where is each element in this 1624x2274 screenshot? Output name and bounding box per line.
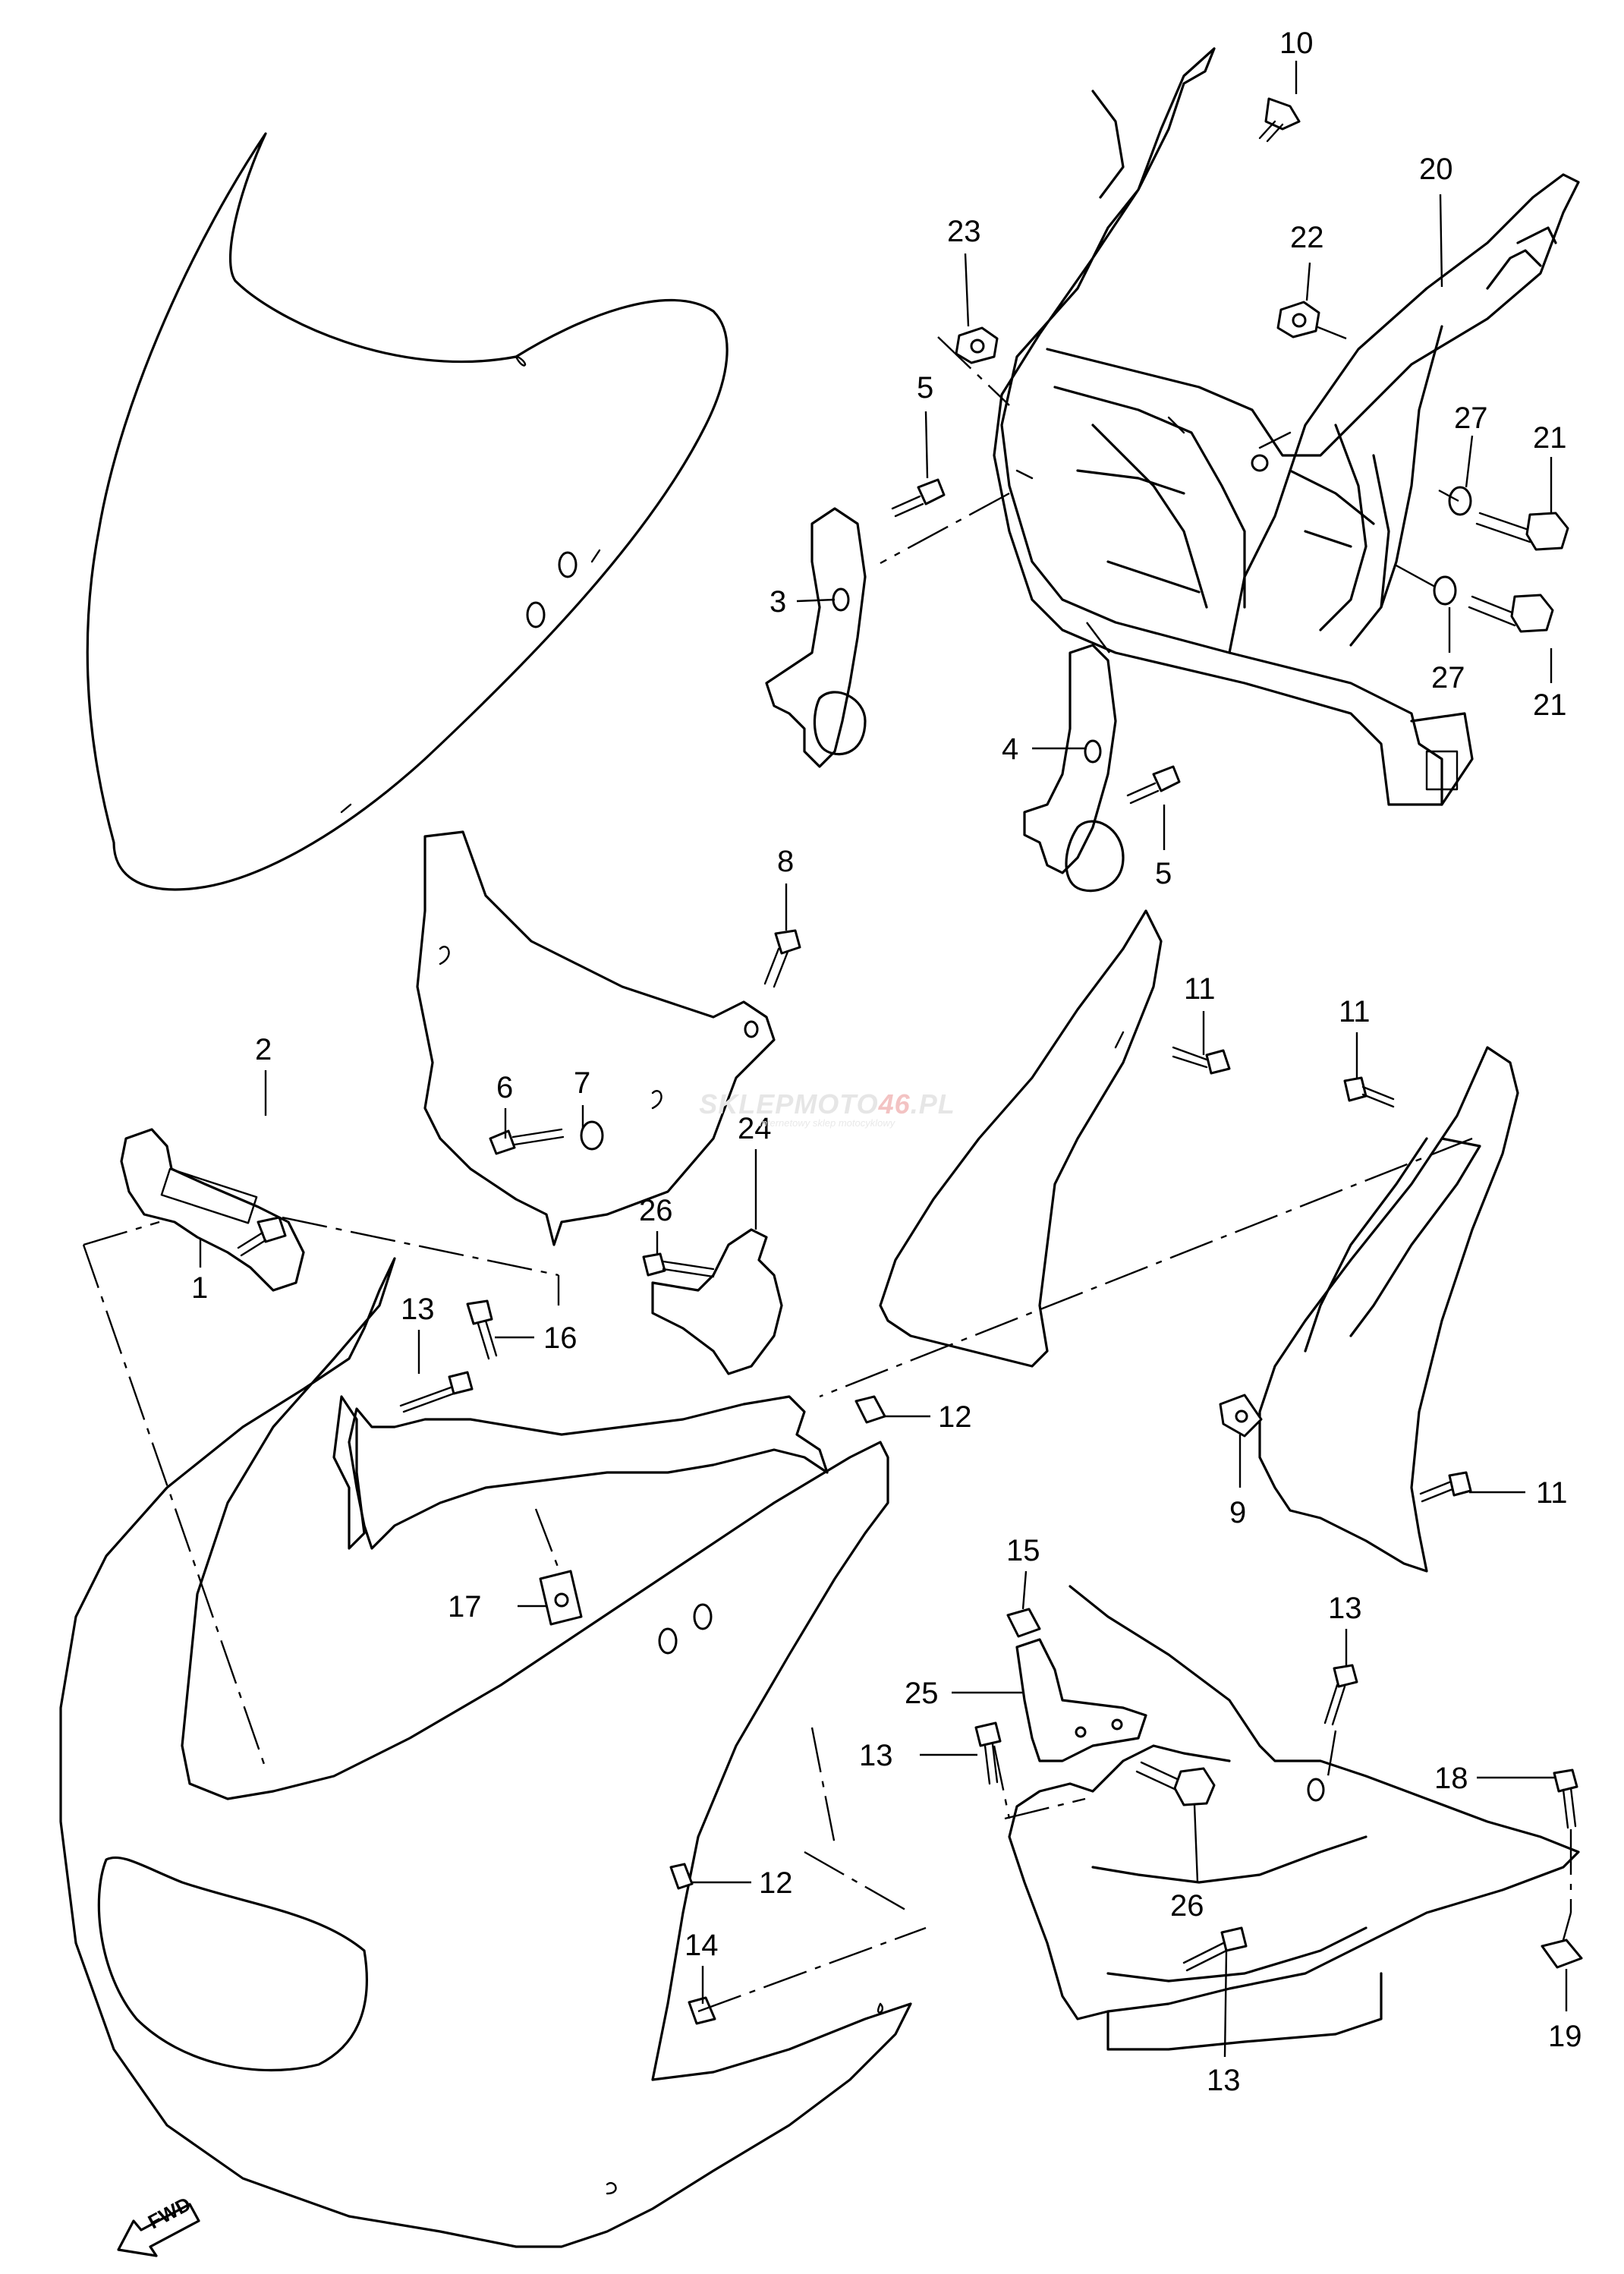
watermark-suffix: .PL — [910, 1088, 955, 1120]
callout-25: 25 — [905, 1677, 939, 1710]
fairing-bracket-frame — [993, 47, 1580, 806]
callout-26-lower: 26 — [1170, 1889, 1204, 1923]
bolt-21-upper — [1475, 512, 1569, 551]
callout-10: 10 — [1279, 27, 1314, 60]
clip-9 — [1219, 1394, 1263, 1438]
callout-11-c: 11 — [1536, 1476, 1568, 1510]
fwd-arrow-icon — [117, 2203, 200, 2257]
bracket-1 — [120, 1128, 305, 1292]
bolt-26-lower — [1135, 1761, 1216, 1806]
callout-22: 22 — [1290, 221, 1324, 254]
callout-4: 4 — [1002, 732, 1018, 766]
callout-23: 23 — [947, 215, 981, 248]
nut-23 — [955, 326, 999, 364]
washer-27-lower — [1433, 575, 1457, 606]
callout-12-upper: 12 — [938, 1400, 972, 1434]
callout-13-mid-right: 13 — [1328, 1592, 1362, 1625]
screw-13-upper — [399, 1371, 474, 1413]
clip-12-upper — [854, 1395, 886, 1424]
callout-15: 15 — [1006, 1534, 1040, 1567]
watermark-prefix: SKLEP — [699, 1088, 795, 1120]
callout-20: 20 — [1419, 153, 1453, 186]
screw-13-mid-right — [1323, 1664, 1358, 1726]
clip-15 — [1006, 1608, 1041, 1638]
screw-5-upper — [891, 478, 946, 518]
callout-5-upper: 5 — [917, 371, 933, 405]
callout-6: 6 — [496, 1071, 513, 1104]
screw-11-b — [1343, 1076, 1395, 1108]
upper-fairing — [59, 1257, 912, 2248]
watermark-brand: SKLEPMOTO46.PL — [668, 1088, 987, 1120]
screw-18 — [1553, 1768, 1578, 1829]
washer-7 — [580, 1120, 604, 1151]
callout-26-upper: 26 — [639, 1194, 673, 1227]
bolt-21-lower — [1468, 594, 1554, 633]
screw-10 — [1258, 97, 1301, 143]
callout-14: 14 — [685, 1929, 719, 1962]
watermark-middle: MOTO — [794, 1088, 879, 1120]
side-cowl-right — [1258, 1046, 1519, 1573]
callout-13-bottom: 13 — [1207, 2064, 1241, 2097]
callout-21-upper: 21 — [1533, 421, 1567, 455]
callout-16: 16 — [543, 1321, 578, 1355]
callout-7: 7 — [574, 1066, 590, 1100]
callout-2: 2 — [255, 1033, 272, 1066]
screw-5-lower — [1126, 765, 1181, 805]
screw-2 — [237, 1216, 287, 1257]
callout-19: 19 — [1548, 2020, 1582, 2053]
callout-11-b: 11 — [1339, 995, 1371, 1028]
callout-21-lower: 21 — [1533, 688, 1567, 722]
assembly-lines — [82, 325, 1572, 2013]
inner-cover-middle — [348, 1395, 829, 1550]
nut-22 — [1276, 301, 1320, 339]
lower-cowl — [1008, 1585, 1580, 2051]
watermark-tagline: internetowy sklep motocyklowy — [759, 1117, 895, 1129]
screw-26-upper — [642, 1252, 715, 1278]
callout-8: 8 — [777, 845, 794, 878]
callout-18: 18 — [1434, 1762, 1468, 1795]
callout-24: 24 — [738, 1112, 772, 1145]
callout-5-lower: 5 — [1155, 857, 1172, 890]
screw-11-a — [1172, 1046, 1231, 1075]
clip-19 — [1541, 1939, 1583, 1969]
callout-11-a: 11 — [1184, 972, 1216, 1006]
bracket-25 — [1015, 1638, 1147, 1762]
side-cowl-upper-right — [879, 909, 1163, 1368]
leader-lines — [199, 61, 1568, 2058]
callout-13-upper: 13 — [401, 1293, 435, 1326]
screw-13-bottom — [1182, 1926, 1248, 1972]
clip-17 — [539, 1570, 583, 1626]
screw-13-mid-left — [974, 1721, 1002, 1785]
callout-labels: 10 20 23 22 5 27 21 3 27 21 4 5 8 11 11 … — [191, 27, 1582, 2097]
fasteners — [120, 97, 1583, 2025]
screw-16 — [466, 1299, 498, 1360]
callout-1: 1 — [191, 1271, 208, 1305]
clip-12-lower — [669, 1863, 694, 1890]
washer-27-upper — [1448, 486, 1472, 516]
callout-27-upper: 27 — [1454, 402, 1488, 435]
callout-9: 9 — [1229, 1496, 1246, 1529]
screw-11-c — [1419, 1471, 1472, 1503]
bracket-4 — [1023, 644, 1125, 893]
watermark-accent: 46 — [878, 1088, 911, 1120]
windscreen — [86, 132, 729, 891]
bracket-3 — [765, 507, 867, 768]
callout-3: 3 — [770, 585, 786, 619]
callout-13-mid-left: 13 — [859, 1739, 893, 1772]
bracket-24 — [651, 1228, 783, 1375]
screw-8 — [763, 929, 801, 988]
callout-12-lower: 12 — [759, 1866, 793, 1900]
inner-panel-left — [416, 830, 776, 1246]
callout-27-lower: 27 — [1431, 661, 1465, 694]
callout-17: 17 — [448, 1590, 482, 1624]
watermark: SKLEPMOTO46.PL internetowy sklep motocyk… — [668, 1088, 987, 1129]
screw-6 — [489, 1128, 565, 1155]
